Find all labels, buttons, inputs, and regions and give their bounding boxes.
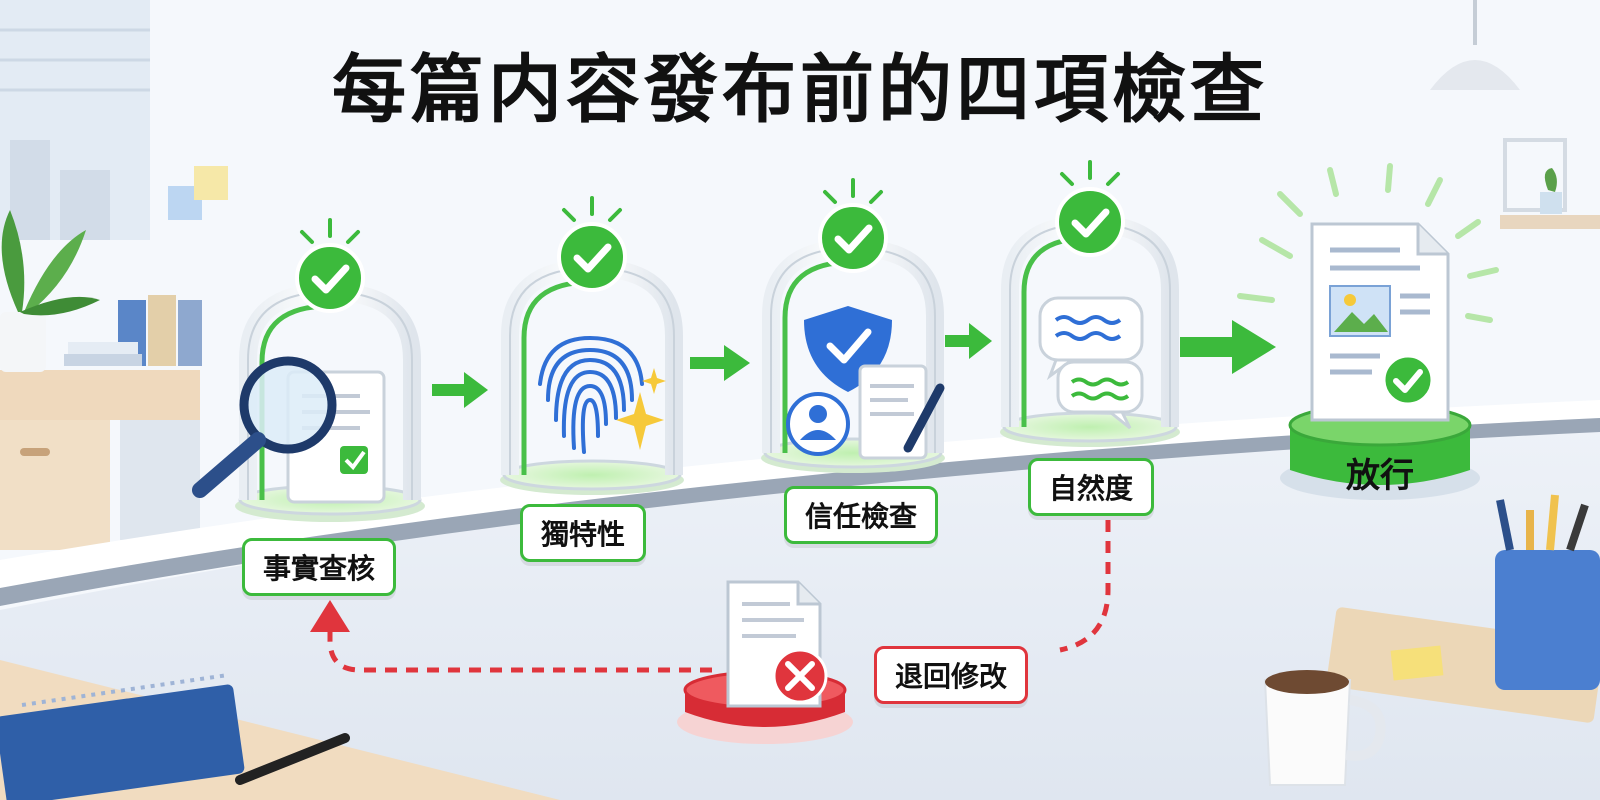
fingerprint-icon <box>538 335 644 454</box>
check-badge <box>295 243 365 313</box>
plant-decoration <box>0 210 100 372</box>
sparkle-icon <box>616 392 664 450</box>
flow-arrow <box>945 323 992 359</box>
station-uniqueness <box>500 196 684 495</box>
step-label-naturalness: 自然度 <box>1028 458 1155 516</box>
page-title: 每篇内容發布前的四項檢查 <box>332 47 1268 133</box>
chat-bubbles-icon <box>1038 296 1144 430</box>
approved-document-icon <box>1310 222 1450 422</box>
flow-arrow <box>690 345 750 381</box>
shelf-decoration <box>1500 138 1600 229</box>
desk-decoration <box>0 295 202 550</box>
sticky-note <box>194 166 228 200</box>
lamp-decoration <box>1430 0 1520 90</box>
station-trust-check <box>761 178 945 473</box>
check-badge <box>1055 187 1125 257</box>
desk-items-right <box>1263 494 1600 786</box>
reject-path <box>1059 520 1111 653</box>
step-label-uniqueness: 獨特性 <box>520 504 647 562</box>
step-label-fact-check: 事實查核 <box>242 538 397 596</box>
return-arrowhead <box>310 600 350 632</box>
reject-station <box>677 580 853 744</box>
check-badge <box>557 222 627 292</box>
station-naturalness <box>1000 160 1180 447</box>
flow-arrow <box>1180 320 1276 374</box>
release-label: 放行 <box>1346 456 1414 496</box>
return-path <box>327 628 712 673</box>
notebook-decoration <box>0 660 560 800</box>
rejected-document-icon <box>726 580 828 708</box>
window-decoration <box>0 0 150 240</box>
step-label-trust-check: 信任檢查 <box>784 486 939 544</box>
glow-rays <box>1237 163 1499 323</box>
reject-label: 退回修改 <box>874 646 1029 704</box>
shield-document-icon <box>786 306 945 460</box>
check-badge <box>818 203 888 273</box>
station-fact-check <box>192 218 425 522</box>
release-station <box>1237 163 1499 500</box>
flow-arrow <box>432 372 488 408</box>
magnifier-document-icon <box>192 356 386 504</box>
